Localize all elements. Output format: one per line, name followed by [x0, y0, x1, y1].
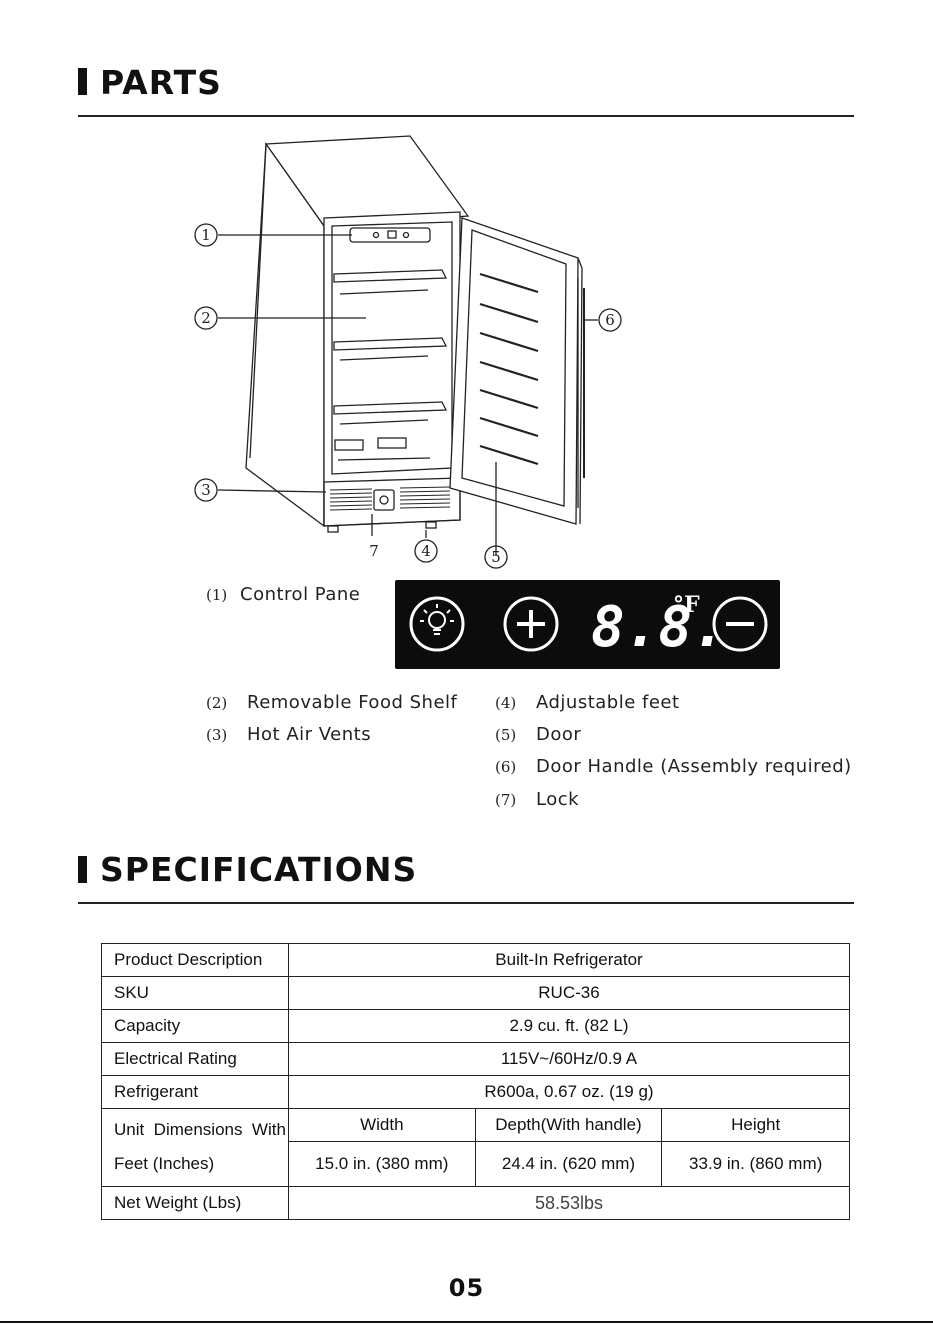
item-5-label: Door — [536, 724, 582, 745]
item-4-number: (4) — [495, 694, 517, 712]
specifications-title-bar — [78, 856, 87, 883]
specifications-title: SPECIFICATIONS — [100, 850, 418, 889]
minus-icon[interactable] — [712, 596, 768, 652]
plus-icon[interactable] — [503, 596, 559, 652]
callout-6: 6 — [605, 311, 615, 329]
spec-value: 2.9 cu. ft. (82 L) — [287, 1009, 851, 1043]
dimensions-label: Unit Dimensions With Feet (Inches) — [101, 1108, 289, 1187]
table-row: Refrigerant R600a, 0.67 oz. (19 g) — [101, 1075, 851, 1109]
item-2-number: (2) — [206, 694, 228, 712]
item-1-label: Control Pane — [240, 584, 361, 605]
table-row: Electrical Rating 115V~/60Hz/0.9 A — [101, 1042, 851, 1076]
temperature-unit: °F — [673, 592, 700, 618]
temperature-display: 8.8. — [591, 595, 726, 660]
callout-7: 7 — [369, 542, 379, 560]
dimension-value-depth: 24.4 in. (620 mm) — [474, 1141, 663, 1187]
table-row: Net Weight (Lbs) 58.53lbs — [101, 1186, 851, 1220]
spec-label: Electrical Rating — [101, 1042, 289, 1076]
page-number: 05 — [448, 1274, 485, 1302]
dimension-header-width: Width — [287, 1108, 476, 1142]
item-3-number: (3) — [206, 726, 228, 744]
parts-title-bar — [78, 68, 87, 95]
parts-rule — [78, 115, 854, 117]
light-icon[interactable] — [409, 596, 465, 652]
callout-5: 5 — [491, 548, 501, 566]
dimension-value-width: 15.0 in. (380 mm) — [287, 1141, 476, 1187]
spec-value: 58.53lbs — [287, 1186, 851, 1220]
item-3-label: Hot Air Vents — [247, 724, 372, 745]
item-6-number: (6) — [495, 758, 517, 776]
item-5-number: (5) — [495, 726, 517, 744]
spec-label: Product Description — [101, 943, 289, 977]
specifications-rule — [78, 902, 854, 904]
table-row: Product Description Built-In Refrigerato… — [101, 943, 851, 977]
callout-4: 4 — [421, 542, 431, 560]
spec-label: SKU — [101, 976, 289, 1010]
parts-title: PARTS — [100, 63, 222, 102]
callout-2: 2 — [201, 309, 211, 327]
specifications-table: Product Description Built-In Refrigerato… — [101, 943, 851, 1220]
dimension-header-height: Height — [661, 1108, 850, 1142]
item-1-number: (1) — [206, 586, 228, 604]
spec-value: Built-In Refrigerator — [287, 943, 851, 977]
bottom-rule — [0, 1321, 933, 1323]
table-row: SKU RUC-36 — [101, 976, 851, 1010]
spec-label: Refrigerant — [101, 1075, 289, 1109]
spec-value: 115V~/60Hz/0.9 A — [287, 1042, 851, 1076]
spec-value: RUC-36 — [287, 976, 851, 1010]
spec-label: Net Weight (Lbs) — [101, 1186, 289, 1220]
table-row: Capacity 2.9 cu. ft. (82 L) — [101, 1009, 851, 1043]
item-7-number: (7) — [495, 791, 517, 809]
table-row: Unit Dimensions With Feet (Inches) Width… — [101, 1108, 850, 1187]
dimension-value-height: 33.9 in. (860 mm) — [661, 1141, 850, 1187]
item-4-label: Adjustable feet — [536, 692, 680, 713]
control-panel: 8.8. °F — [395, 580, 780, 669]
dimensions-label-line1: Unit Dimensions With — [114, 1120, 286, 1139]
item-7-label: Lock — [536, 789, 580, 810]
item-6-label: Door Handle (Assembly required) — [536, 756, 852, 777]
spec-value: R600a, 0.67 oz. (19 g) — [287, 1075, 851, 1109]
item-2-label: Removable Food Shelf — [247, 692, 458, 713]
callout-3: 3 — [201, 481, 211, 499]
dimensions-label-line2: Feet (Inches) — [114, 1154, 215, 1173]
dimension-header-depth: Depth(With handle) — [474, 1108, 663, 1142]
callout-1: 1 — [201, 226, 211, 244]
spec-label: Capacity — [101, 1009, 289, 1043]
table-row: 15.0 in. (380 mm) 24.4 in. (620 mm) 33.9… — [102, 1141, 850, 1187]
refrigerator-diagram: 1 2 3 7 4 5 6 — [194, 135, 622, 569]
